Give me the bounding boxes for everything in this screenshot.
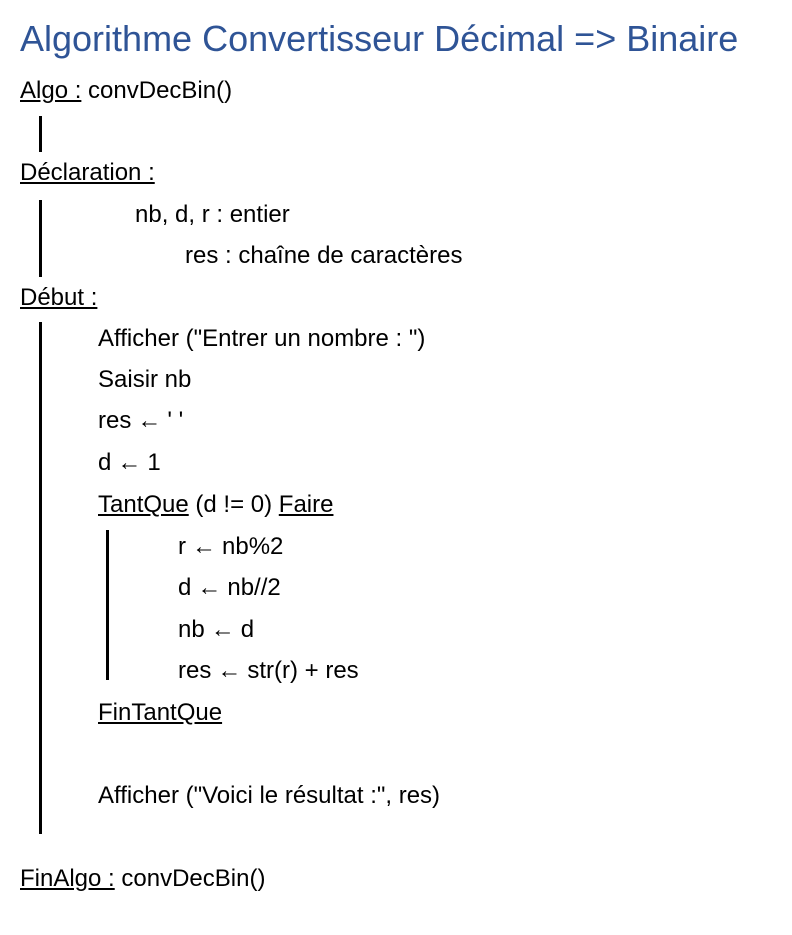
debut-line: Début : xyxy=(20,283,97,313)
tantque-line: TantQue (d != 0) Faire xyxy=(98,490,333,520)
algo-name: convDecBin() xyxy=(88,77,233,104)
afficher-line-1: Afficher ("Entrer un nombre : ") xyxy=(98,325,426,352)
afficher-line-2: Afficher ("Voici le résultat :", res) xyxy=(98,782,441,809)
loop-lhs: d xyxy=(178,574,192,601)
loop-line: nb←d xyxy=(178,615,254,645)
assign-arrow-icon: ← xyxy=(137,407,162,434)
d-init-lhs: d xyxy=(98,449,112,476)
loop-line: d←nb//2 xyxy=(178,573,281,603)
algo-bar xyxy=(39,116,42,152)
debut-bar xyxy=(39,322,42,834)
loop-rhs: nb%2 xyxy=(222,533,284,560)
res-init-line: res← ' ' xyxy=(98,406,183,436)
debut-keyword: Début : xyxy=(20,284,98,311)
loop-rhs: str(r) + res xyxy=(247,657,359,684)
page-title: Algorithme Convertisseur Décimal => Bina… xyxy=(20,18,739,59)
loop-lhs: res xyxy=(178,657,212,684)
algo-keyword: Algo : xyxy=(20,77,82,104)
d-init-rhs: 1 xyxy=(147,449,161,476)
declaration-bar xyxy=(39,200,42,277)
assign-arrow-icon: ← xyxy=(217,657,242,684)
finalgo-keyword: FinAlgo : xyxy=(20,865,115,892)
tantque-keyword: TantQue xyxy=(98,491,189,518)
faire-keyword: Faire xyxy=(278,491,334,518)
res-init-rhs: ' ' xyxy=(167,407,184,434)
res-init-lhs: res xyxy=(98,407,132,434)
loop-lhs: nb xyxy=(178,616,205,643)
loop-rhs: d xyxy=(240,616,255,643)
loop-bar xyxy=(106,530,109,680)
finalgo-line: FinAlgo : convDecBin() xyxy=(20,864,265,894)
declaration-var2: res : chaîne de caractères xyxy=(185,242,463,269)
declaration-var1: nb, d, r : entier xyxy=(135,201,290,228)
algo-line: Algo : convDecBin() xyxy=(20,76,232,106)
loop-line: r←nb%2 xyxy=(178,532,283,562)
loop-lhs: r xyxy=(178,533,186,560)
loop-rhs: nb//2 xyxy=(227,574,281,601)
assign-arrow-icon: ← xyxy=(117,449,142,476)
assign-arrow-icon: ← xyxy=(210,616,235,643)
declaration-keyword: Déclaration : xyxy=(20,159,155,186)
fintantque-line: FinTantQue xyxy=(98,698,222,728)
assign-arrow-icon: ← xyxy=(197,574,222,601)
fintantque-keyword: FinTantQue xyxy=(98,699,223,726)
loop-line: res←str(r) + res xyxy=(178,656,359,686)
d-init-line: d←1 xyxy=(98,448,161,478)
tantque-condition: (d != 0) xyxy=(195,491,273,518)
declaration-line: Déclaration : xyxy=(20,158,155,188)
assign-arrow-icon: ← xyxy=(192,533,216,560)
saisir-line: Saisir nb xyxy=(98,366,192,393)
finalgo-name: convDecBin() xyxy=(121,865,266,892)
